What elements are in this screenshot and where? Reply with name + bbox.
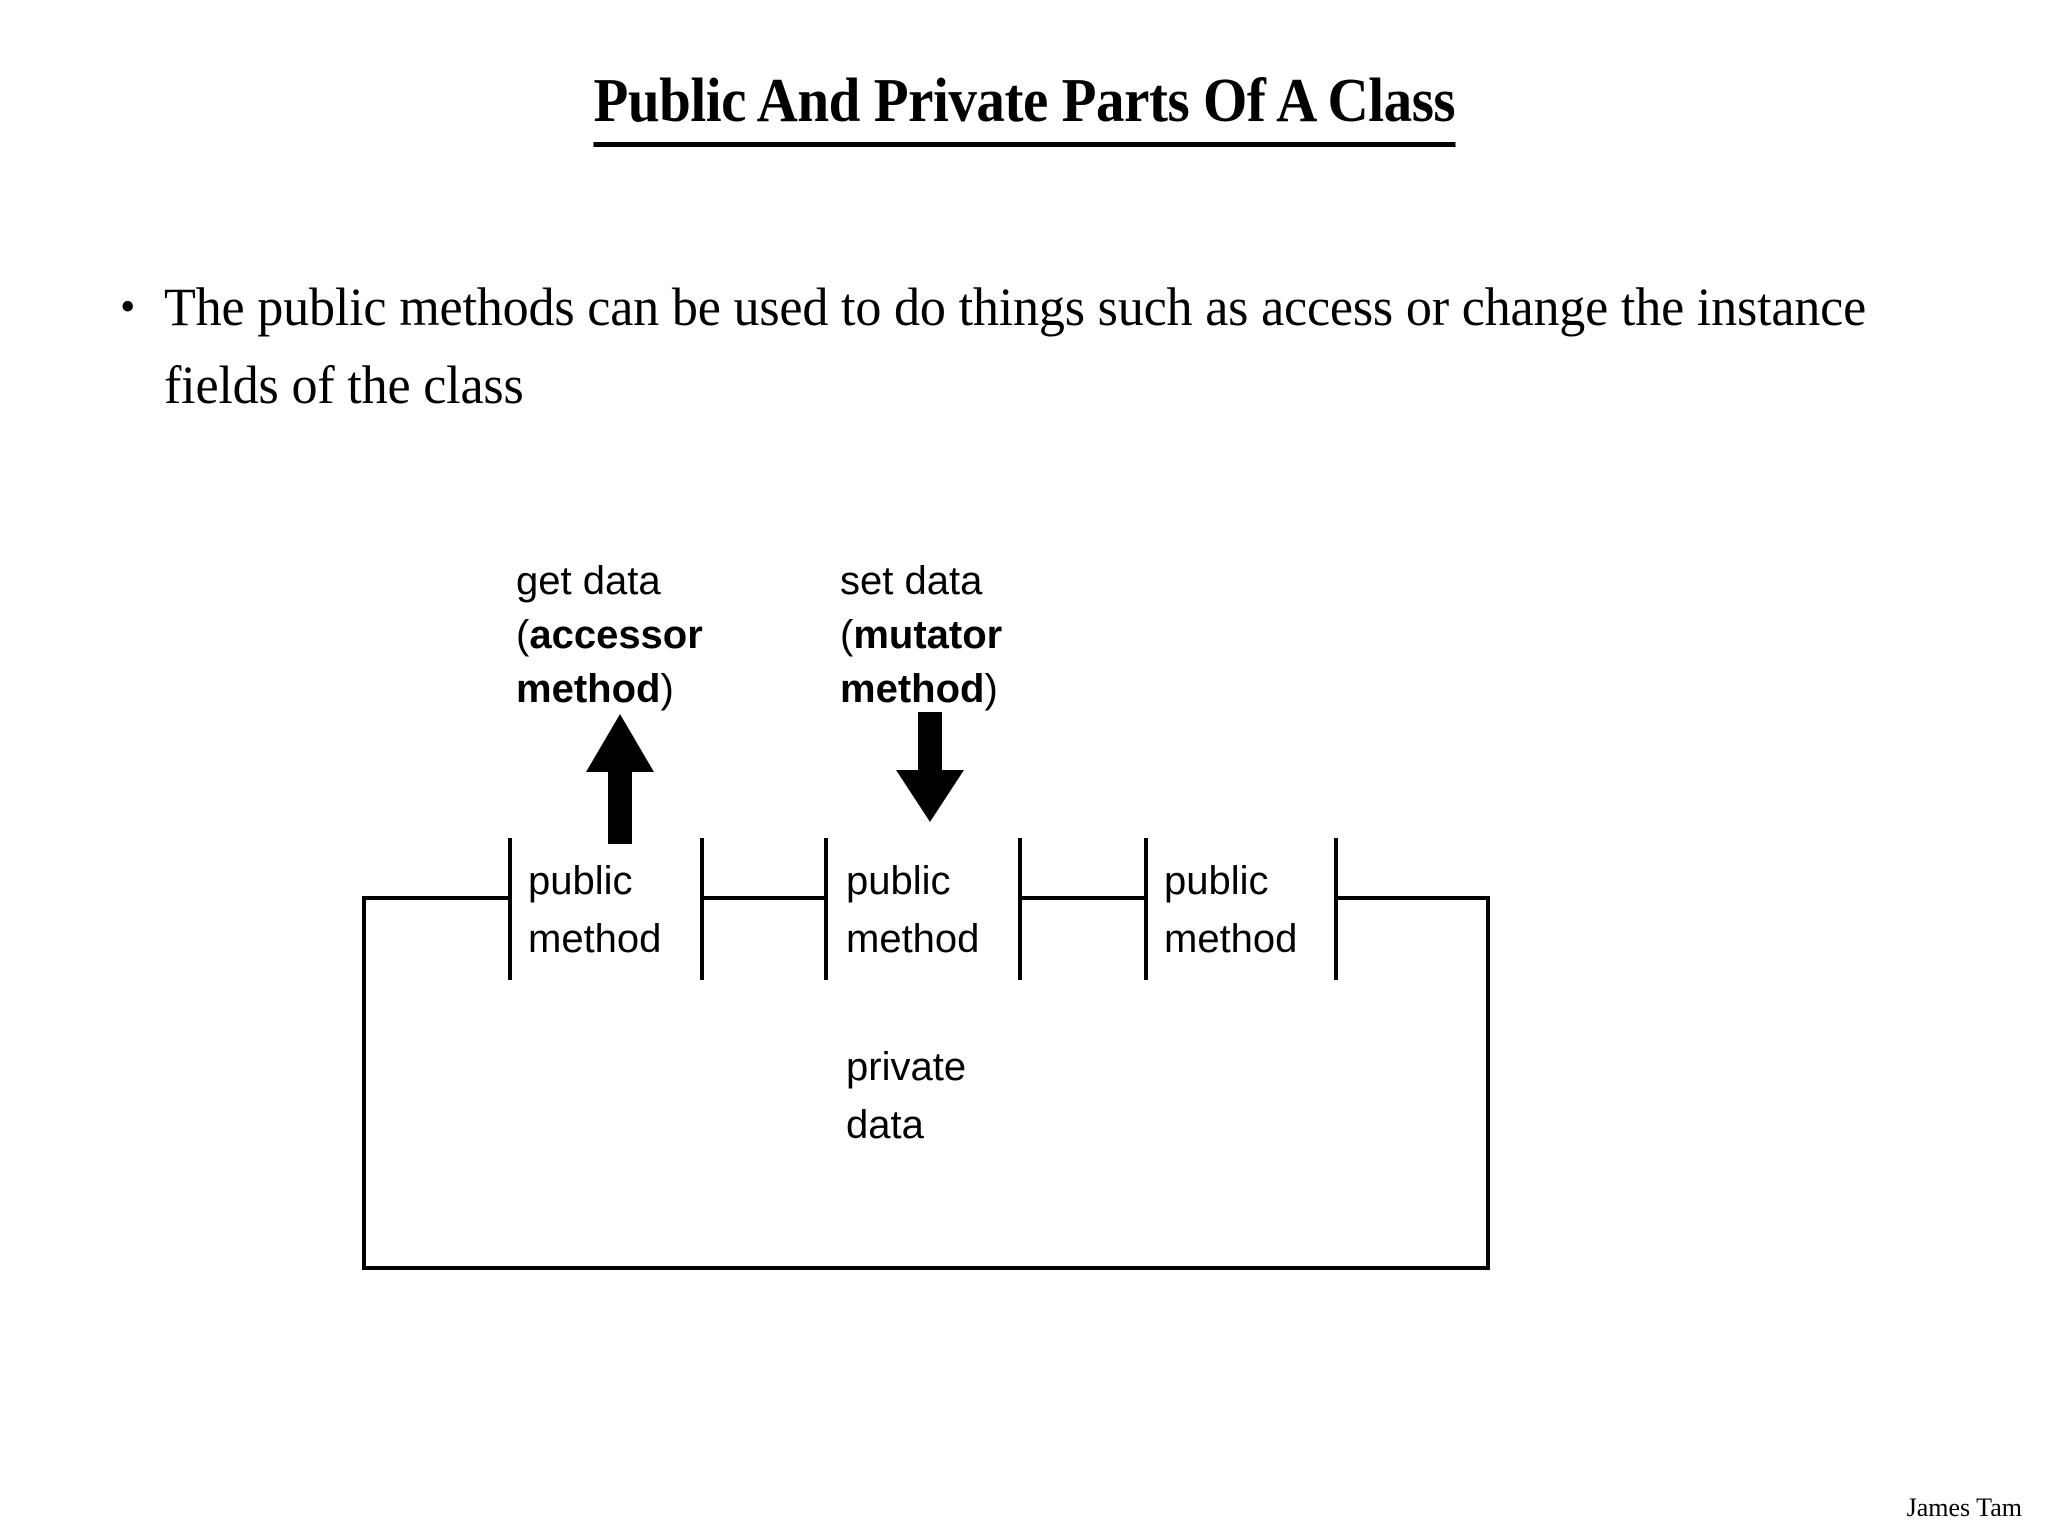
public-method-tab-1: public method (528, 852, 661, 968)
callout-mutator: set data (mutator method) (840, 554, 1002, 716)
callout-mutator-method: method (840, 667, 985, 711)
public-method-tab-2: public method (846, 852, 979, 968)
public-method-tab-2-line2: method (846, 917, 980, 961)
paren-open: ( (516, 613, 530, 657)
callout-mutator-line1: set data (840, 559, 983, 603)
box-right-edge (1486, 896, 1490, 1270)
public-method-tab-3: public method (1164, 852, 1297, 968)
callout-accessor-method: method (516, 667, 661, 711)
public-method-tab-3-line1: public (1164, 859, 1269, 903)
box-top-segment-1 (362, 896, 512, 900)
box-left-edge (362, 896, 366, 1270)
callout-accessor: get data (accessor method) (516, 554, 703, 716)
tab-wall-2-right (1018, 838, 1022, 980)
box-top-segment-2 (700, 896, 824, 900)
paren-close: ) (660, 667, 674, 711)
tab-wall-3-left (1144, 838, 1148, 980)
private-data-line1: private (846, 1045, 967, 1089)
tab-wall-2-left (824, 838, 828, 980)
public-method-tab-1-line1: public (528, 859, 633, 903)
public-method-tab-2-line1: public (846, 859, 951, 903)
arrow-down-icon (896, 712, 964, 822)
tab-wall-1-left (508, 838, 512, 980)
callout-mutator-line3: method) (840, 662, 1002, 716)
callout-mutator-line2: (mutator (840, 608, 1002, 662)
callout-accessor-emphasis: accessor (529, 613, 703, 657)
callout-accessor-line3: method) (516, 662, 703, 716)
paren-open: ( (840, 613, 854, 657)
box-top-segment-4 (1334, 896, 1490, 900)
list-item: • The public methods can be used to do t… (112, 268, 1962, 424)
private-data-label: private data (846, 1038, 966, 1154)
tab-wall-3-right (1334, 838, 1338, 980)
bullet-marker-icon: • (120, 282, 136, 331)
page-title: Public And Private Parts Of A Class (0, 62, 2048, 147)
bullet-text: The public methods can be used to do thi… (164, 277, 1867, 415)
callout-mutator-emphasis: mutator (853, 613, 1003, 657)
box-top-segment-3 (1018, 896, 1144, 900)
tab-wall-1-right (700, 838, 704, 980)
private-data-line2: data (846, 1103, 924, 1147)
page-title-text: Public And Private Parts Of A Class (593, 62, 1455, 147)
arrow-up-icon (586, 714, 654, 844)
public-method-tab-3-line2: method (1164, 917, 1298, 961)
callout-accessor-line2: (accessor (516, 608, 703, 662)
callout-accessor-line1: get data (516, 559, 661, 603)
box-bottom-edge (362, 1266, 1490, 1270)
footer-author: James Tam (1906, 1493, 2022, 1522)
paren-close: ) (984, 667, 998, 711)
bullet-list: • The public methods can be used to do t… (112, 268, 1962, 424)
public-method-tab-1-line2: method (528, 917, 662, 961)
